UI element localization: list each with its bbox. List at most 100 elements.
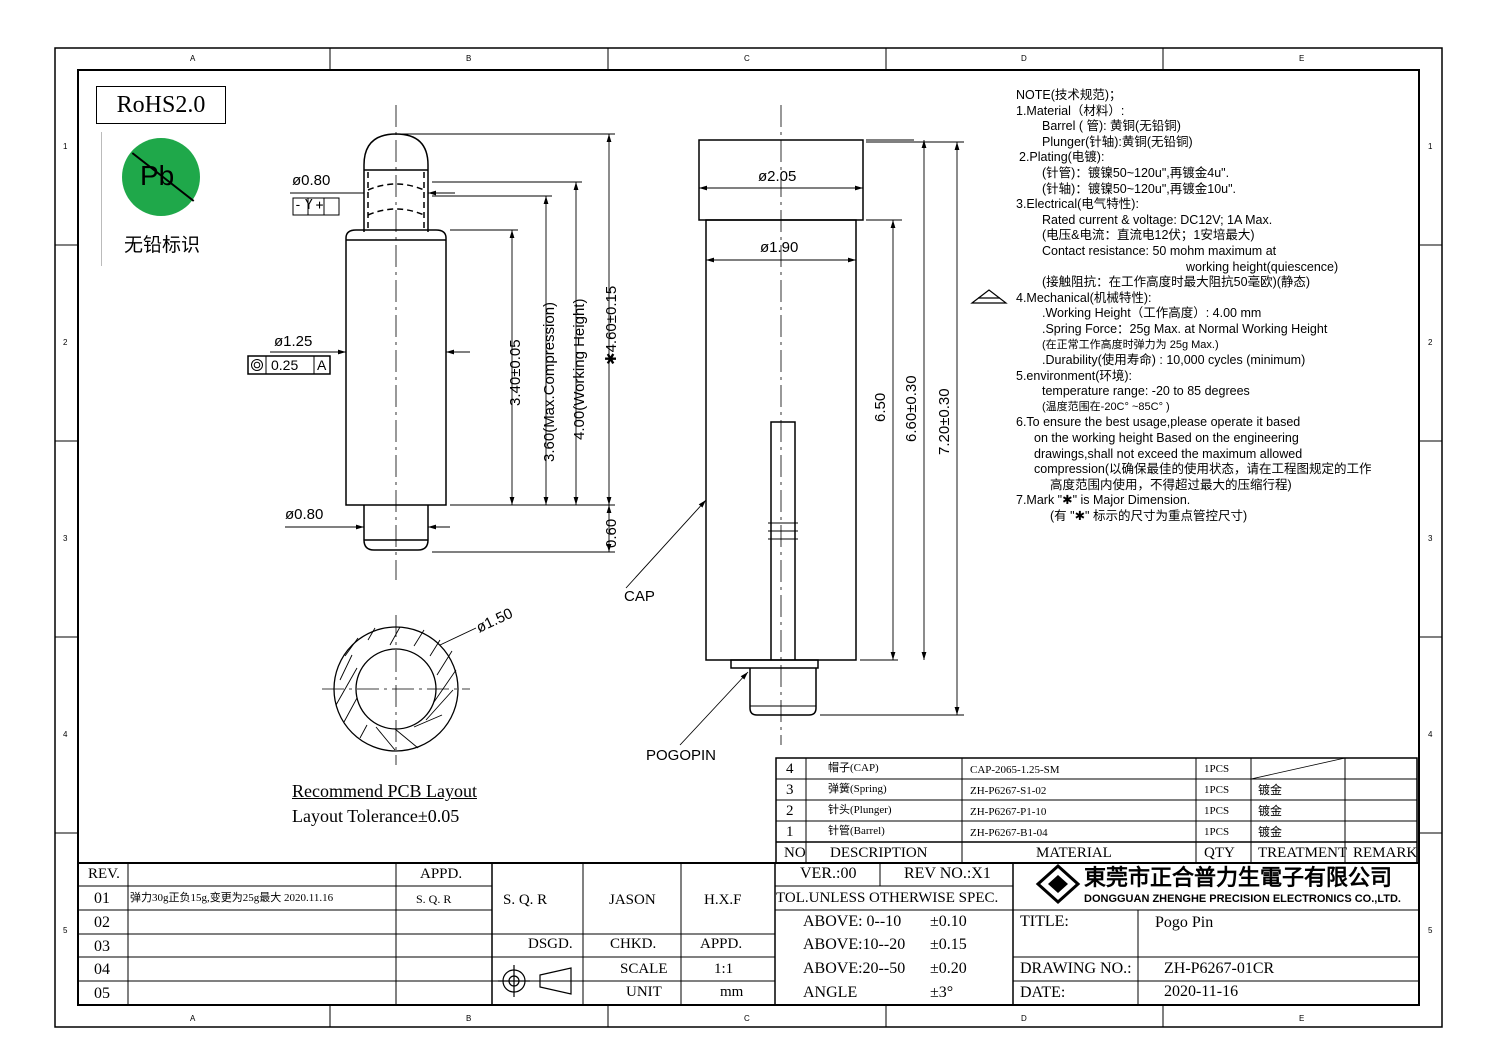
note-m2a: (针管)：镀镍50~120u",再镀金4u". <box>1042 165 1230 180</box>
note-m3: 3.Electrical(电气特性): <box>1016 197 1139 212</box>
dim-h660: 6.60±0.30 <box>903 375 920 442</box>
tol-r3: ABOVE:20--50 <box>803 960 906 977</box>
note-m2: 2.Plating(电镀): <box>1019 150 1105 165</box>
lead-free-icon: Pb 无铅标识 <box>101 132 226 266</box>
rev-02: 02 <box>94 914 110 931</box>
zone-2-left: 2 <box>63 338 68 347</box>
dim-h460: ✱4.60±0.15 <box>603 285 620 365</box>
bom-row-2-desc: 针头(Plunger) <box>828 804 892 816</box>
note-title: NOTE(技术规范)； <box>1016 88 1122 102</box>
tol-revno: REV NO.:X1 <box>904 865 991 882</box>
dim-h340: 3.40±0.05 <box>507 339 524 406</box>
title-label: TITLE: <box>1020 913 1069 930</box>
note-m3c: Contact resistance: 50 mohm maximum at <box>1042 243 1277 258</box>
sign-appd-name: H.X.F <box>704 892 742 908</box>
tol-r1v: ±0.10 <box>930 913 967 930</box>
note-m6c: compression(以确保最佳的使用状态，请在工程图规定的工作 <box>1034 462 1372 477</box>
rev-01-appd: S. Q. R <box>416 892 452 906</box>
bom-row-3-material: ZH-P6267-S1-02 <box>970 785 1047 797</box>
rev-h-rev: REV. <box>88 866 120 882</box>
dim-tip-tol: -Y+ <box>294 198 327 213</box>
company-name-cn: 東莞市正合普力生電子有限公司 <box>1084 865 1393 890</box>
bom-h-desc: DESCRIPTION <box>830 845 928 861</box>
sign-dsgd: DSGD. <box>528 936 573 952</box>
zone-C-top: C <box>744 54 750 63</box>
drawing-no-value: ZH-P6267-01CR <box>1164 960 1275 977</box>
rev-05: 05 <box>94 985 110 1002</box>
pb-caption: 无铅标识 <box>124 235 201 256</box>
sign-scale-label: SCALE <box>620 961 668 977</box>
zone-1-left: 1 <box>63 142 68 151</box>
tol-r2: ABOVE:10--20 <box>803 936 906 953</box>
dim-h720: 7.20±0.30 <box>936 388 953 455</box>
zone-1-right: 1 <box>1428 142 1433 151</box>
tol-r3v: ±0.20 <box>930 960 967 977</box>
pcb-title: Recommend PCB Layout <box>292 781 477 801</box>
note-m4c: (在正常工作高度时弹力为 25g Max.) <box>1042 338 1219 351</box>
rohs-badge: RoHS2.0 <box>96 86 226 124</box>
note-m5: 5.environment(环境): <box>1016 368 1133 383</box>
tol-ver: VER.:00 <box>800 865 857 882</box>
bom-h-qty: QTY <box>1204 845 1235 861</box>
company-name-en: DONGGUAN ZHENGHE PRECISION ELECTRONICS C… <box>1084 893 1401 905</box>
zone-ticks <box>55 48 1442 1027</box>
sign-unit-label: UNIT <box>626 984 662 1000</box>
bom-row-3-qty: 1PCS <box>1204 784 1230 796</box>
bom-row-1-material: ZH-P6267-B1-04 <box>970 827 1048 839</box>
zone-4-left: 4 <box>63 730 68 739</box>
note-m7a: (有 "✱" 标示的尺寸为重点管控尺寸) <box>1050 509 1248 524</box>
date-value: 2020-11-16 <box>1164 983 1239 1000</box>
note-m1a: Barrel ( 管): 黄铜(无铅铜) <box>1042 119 1181 134</box>
note-m3d: working height(quiescence) <box>1186 259 1339 274</box>
zone-E-top: E <box>1299 54 1305 63</box>
zone-D-top: D <box>1021 54 1027 63</box>
zone-4-right: 4 <box>1428 730 1433 739</box>
bom-row-1-treat: 镀金 <box>1258 825 1283 839</box>
bom-row-2-treat: 镀金 <box>1258 804 1283 818</box>
note-m5b: (温度范围在-20C° ~85C° ) <box>1042 400 1170 413</box>
tol-r4: ANGLE <box>803 984 858 1001</box>
bom-row-4-desc: 帽子(CAP) <box>828 762 879 774</box>
dim-h060: 0.60 <box>603 518 620 548</box>
notes-block: NOTE(技术规范)； 1.Material（材料）: Barrel ( 管):… <box>1016 88 1416 525</box>
cap-callout: CAP <box>624 588 655 605</box>
bom-row-1-desc: 针管(Barrel) <box>828 825 885 837</box>
zone-3-right: 3 <box>1428 534 1433 543</box>
zone-D-bottom: D <box>1021 1014 1027 1023</box>
zone-B-bottom: B <box>466 1014 472 1023</box>
dim-barrel-dia: ø1.25 <box>274 333 313 350</box>
note-m3b: (电压&电流：直流电12伏；1安培最大) <box>1042 228 1255 243</box>
bom-row-1-no: 1 <box>786 824 794 840</box>
pcb-tolerance: Layout Tolerance±0.05 <box>292 806 460 826</box>
dim-h650: 6.50 <box>872 392 889 422</box>
bom-row-2-material: ZH-P6267-P1-10 <box>970 806 1047 818</box>
note-m1: 1.Material（材料）: <box>1016 103 1125 118</box>
bom-row-3-no: 3 <box>786 782 794 798</box>
projection-symbol-icon <box>498 965 572 997</box>
sign-unit-value: mm <box>720 984 744 1000</box>
sign-chkd: CHKD. <box>610 936 657 952</box>
bom-row-2-no: 2 <box>786 803 794 819</box>
zone-B-top: B <box>466 54 472 63</box>
dim-cap-dia: ø2.05 <box>758 168 797 185</box>
note-m3a: Rated current & voltage: DC12V; 1A Max. <box>1042 212 1273 227</box>
dim-tail-dia: ø0.80 <box>285 506 324 523</box>
zone-5-left: 5 <box>63 926 68 935</box>
note-m4a: .Working Height（工作高度）: 4.00 mm <box>1042 306 1262 321</box>
note-m6: 6.To ensure the best usage,please operat… <box>1016 415 1301 430</box>
note-m6b: drawings,shall not exceed the maximum al… <box>1034 446 1303 461</box>
sign-dsgd-name: S. Q. R <box>503 892 548 908</box>
note-m5a: temperature range: -20 to 85 degrees <box>1042 384 1250 399</box>
rev-04: 04 <box>94 961 110 978</box>
dim-datum: A <box>317 357 327 373</box>
note-m4: 4.Mechanical(机械特性): <box>1016 290 1152 305</box>
zone-5-right: 5 <box>1428 926 1433 935</box>
bom-h-treat: TREATMENT <box>1258 845 1348 861</box>
company-logo-icon <box>1035 863 1081 905</box>
tol-r2v: ±0.15 <box>930 936 967 953</box>
rev-01-text: 弹力30g正负15g,变更为25g最大 2020.11.16 <box>130 892 334 904</box>
bom-row-3-desc: 弹簧(Spring) <box>828 783 887 795</box>
revision-triangle-icon <box>970 289 1008 304</box>
